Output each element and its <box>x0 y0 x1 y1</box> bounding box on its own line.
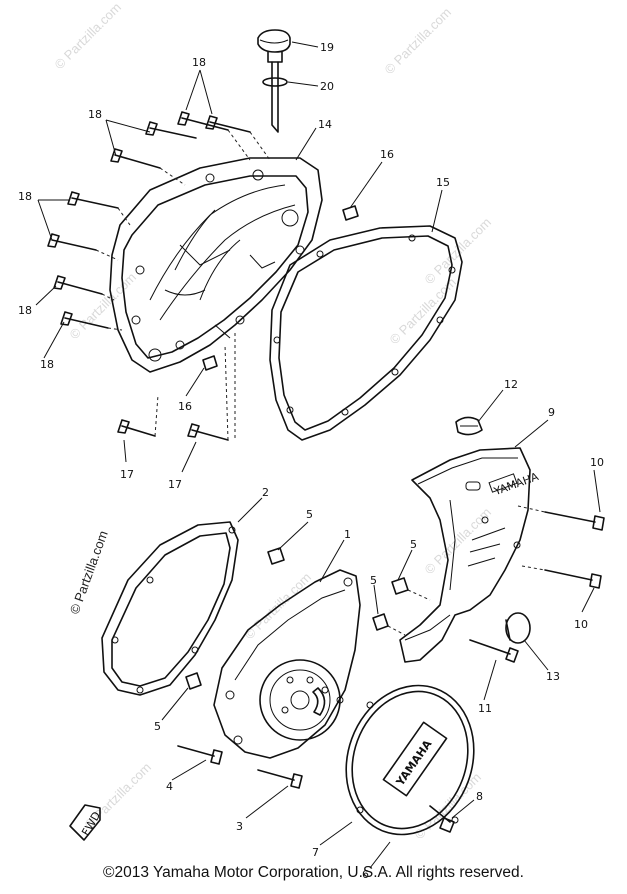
screw-8 <box>429 805 455 833</box>
crankcase-cover <box>109 157 323 373</box>
cap-13 <box>505 612 531 644</box>
bracket-9: YAMAHA <box>399 447 541 663</box>
callout-leaders <box>35 41 601 869</box>
callout-label: 11 <box>478 702 492 715</box>
callout-label: 13 <box>546 670 560 683</box>
callout-label: 15 <box>436 176 450 189</box>
watermark: © Partzilla.com <box>67 270 140 343</box>
callout-label: 12 <box>504 378 518 391</box>
callout-label: 19 <box>320 41 334 54</box>
callout-label: 18 <box>88 108 102 121</box>
callout-label: 4 <box>166 780 173 793</box>
callout-label: 10 <box>574 618 588 631</box>
generator-cover-1 <box>213 569 361 759</box>
copyright-footer: ©2013 Yamaha Motor Corporation, U.S.A. A… <box>103 864 524 881</box>
watermark-visible: © Partzilla.com <box>67 529 111 616</box>
dipstick-cap <box>257 29 291 133</box>
callout-label: 3 <box>236 820 243 833</box>
callout-label: 6 <box>362 868 369 881</box>
bolts-4-3 <box>177 745 303 789</box>
callout-label: 16 <box>380 148 394 161</box>
callout-label: 9 <box>548 406 555 419</box>
callout-label: 2 <box>262 486 269 499</box>
callout-label: 16 <box>178 400 192 413</box>
callout-label: 18 <box>18 190 32 203</box>
watermark: © Partzilla.com <box>422 505 495 578</box>
callout-label: 17 <box>168 478 182 491</box>
watermark: © Partzilla.com <box>382 5 455 78</box>
callout-label: 10 <box>590 456 604 469</box>
callout-label: 18 <box>40 358 54 371</box>
callout-label: 17 <box>120 468 134 481</box>
outer-cover-6: YAMAHA <box>345 684 475 836</box>
callout-label: 5 <box>154 720 161 733</box>
watermark: © Partzilla.com <box>52 0 125 72</box>
callout-label: 5 <box>306 508 313 521</box>
bracket-brand: YAMAHA <box>491 470 540 499</box>
callout-label: 8 <box>476 790 483 803</box>
gasket-2 <box>101 521 239 696</box>
callout-label: 7 <box>312 846 319 859</box>
bolt-11 <box>469 639 519 663</box>
callout-label: 5 <box>410 538 417 551</box>
callout-label: 14 <box>318 118 332 131</box>
callout-label: 18 <box>18 304 32 317</box>
plug-12 <box>455 416 483 436</box>
gasket-15 <box>269 225 463 441</box>
bolts-18 <box>47 111 271 331</box>
callout-label: 18 <box>192 56 206 69</box>
bolts-17 <box>117 330 236 441</box>
callout-label: 20 <box>320 80 334 93</box>
callout-label: 1 <box>344 528 351 541</box>
collars-5 <box>185 547 431 690</box>
callout-label: 5 <box>370 574 377 587</box>
watermark: © Partzilla.com <box>422 215 495 288</box>
bolts-10 <box>517 505 605 589</box>
callout-labels: 19 20 18 18 14 16 15 18 18 18 16 12 9 17… <box>18 41 604 881</box>
